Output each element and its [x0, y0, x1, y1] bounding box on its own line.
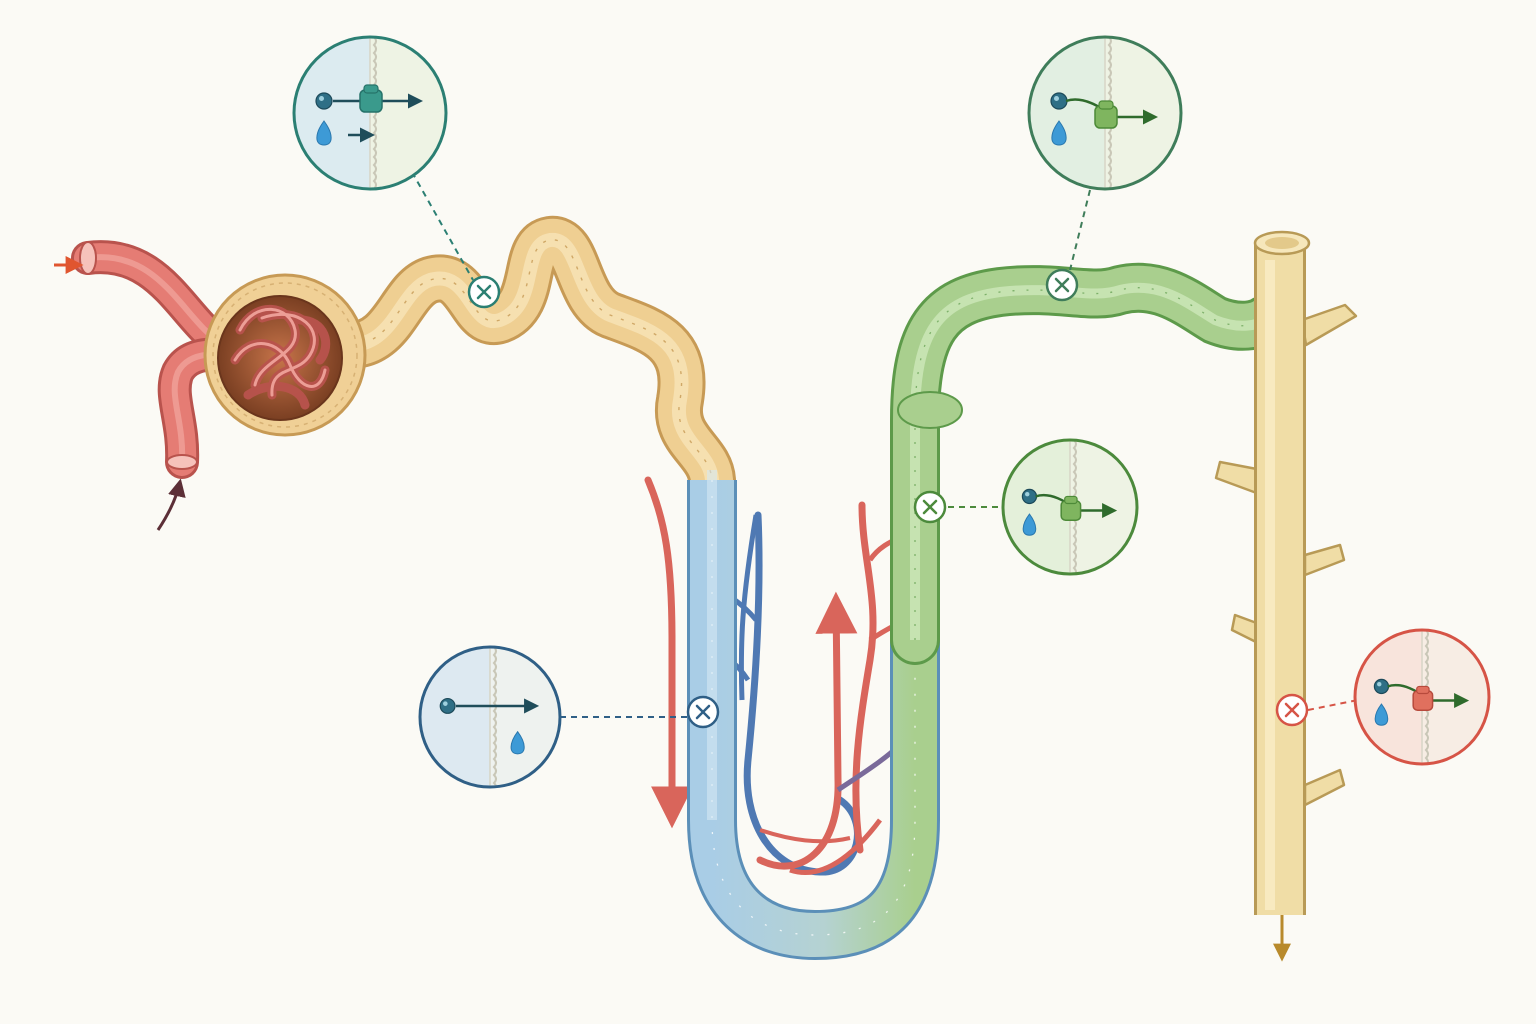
proximal-tubule	[326, 216, 736, 504]
circled-x-icon	[1045, 268, 1079, 302]
flow-arrows	[54, 256, 1291, 962]
renal-corpuscle	[203, 273, 367, 437]
circled-x-icon	[1275, 693, 1309, 727]
inset-collecting	[1353, 628, 1491, 766]
solute-particle-icon	[439, 697, 456, 714]
water-droplet-icon	[510, 730, 525, 755]
solute-particle-icon	[1050, 92, 1068, 110]
descending-vessel-vein	[743, 511, 861, 876]
solute-particle-icon	[315, 92, 333, 110]
transporter-protein-icon	[1412, 685, 1434, 711]
markers	[467, 268, 1309, 729]
loop-of-henle	[687, 470, 940, 961]
descending-vessel-artery	[644, 476, 693, 829]
ascending-vessel	[756, 591, 858, 870]
circled-x-icon	[686, 695, 720, 729]
transporter-protein-icon	[1060, 495, 1082, 521]
macula-densa-bulge	[897, 391, 963, 429]
inset-loop	[418, 645, 562, 789]
cell-membrane	[492, 647, 497, 787]
water-droplet-icon	[1051, 120, 1067, 146]
leader-lines	[411, 171, 1359, 718]
transporter-protein-icon	[359, 84, 383, 113]
distal-tubule	[890, 262, 1290, 665]
inset-distal-mid	[1001, 438, 1139, 576]
cell-membrane	[372, 37, 377, 189]
inset-proximal	[292, 35, 448, 191]
solute-particle-icon	[1373, 678, 1390, 695]
water-droplet-icon	[1022, 513, 1037, 536]
transporter-protein-icon	[1094, 100, 1118, 129]
water-droplet-icon	[1374, 703, 1389, 726]
water-droplet-icon	[316, 120, 332, 146]
circled-x-icon	[913, 490, 947, 524]
circled-x-icon	[467, 275, 501, 309]
collecting-duct	[1214, 230, 1358, 915]
vasa-recta	[644, 476, 907, 876]
solute-particle-icon	[1021, 488, 1038, 505]
flow-arrow-icon	[156, 478, 186, 531]
inset-distal-top	[1027, 35, 1183, 191]
